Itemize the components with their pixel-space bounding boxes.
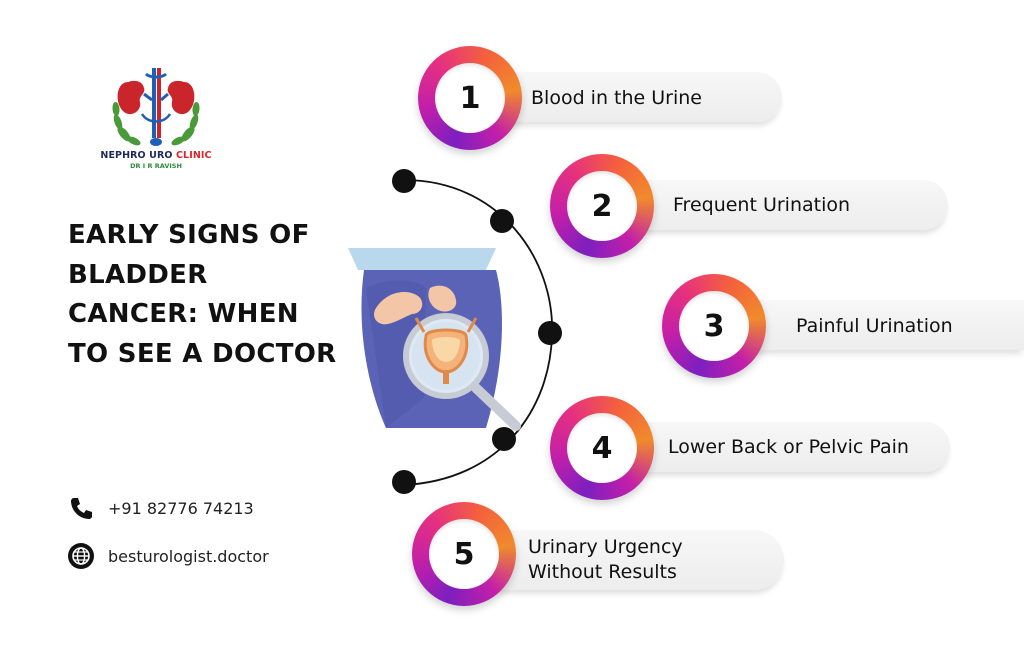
- step-1-number: 1: [459, 80, 481, 116]
- step-5-label: Urinary Urgency Without Results: [528, 536, 683, 583]
- step-5-badge: 5: [412, 502, 516, 606]
- step-2-bar: [602, 180, 948, 230]
- arc-dot: [392, 169, 416, 193]
- step-2-label: Frequent Urination: [673, 194, 851, 216]
- step-4-bar: [602, 422, 950, 472]
- kidney-logo-icon: [112, 68, 200, 146]
- step-1-bar: [470, 72, 782, 122]
- page-title: EARLY SIGNS OF BLADDER CANCER: WHEN TO S…: [68, 220, 337, 369]
- contact-website: besturologist.doctor: [68, 543, 269, 569]
- logo-doctor-name: DR I R RAVISH: [130, 162, 182, 170]
- step-5-bar: [466, 530, 784, 590]
- step-4-label: Lower Back or Pelvic Pain: [668, 436, 909, 458]
- globe-icon: [68, 543, 94, 569]
- phone-icon: [71, 498, 92, 519]
- timeline-arc: [392, 169, 562, 494]
- step-1-label: Blood in the Urine: [531, 87, 702, 109]
- step-5-number: 5: [453, 536, 475, 572]
- website-url[interactable]: besturologist.doctor: [108, 546, 269, 566]
- step-2-badge: 2: [550, 154, 654, 258]
- step-4-badge: 4: [550, 396, 654, 500]
- step-3-label: Painful Urination: [796, 315, 953, 337]
- contact-phone: +91 82776 74213: [68, 495, 254, 521]
- arc-dot: [538, 321, 562, 345]
- bladder-illustration: [348, 248, 521, 431]
- phone-number[interactable]: +91 82776 74213: [108, 498, 254, 518]
- logo-clinic-name: NEPHRO URO CLINIC: [100, 150, 212, 161]
- arc-dot: [492, 427, 516, 451]
- step-3-number: 3: [703, 308, 725, 344]
- step-3-badge: 3: [662, 274, 766, 378]
- arc-dot: [392, 470, 416, 494]
- step-2-number: 2: [591, 188, 613, 224]
- step-1-badge: 1: [418, 46, 522, 150]
- arc-dot: [490, 209, 514, 233]
- clinic-logo: NEPHRO URO CLINIC DR I R RAVISH: [100, 64, 211, 174]
- step-4-number: 4: [591, 430, 613, 466]
